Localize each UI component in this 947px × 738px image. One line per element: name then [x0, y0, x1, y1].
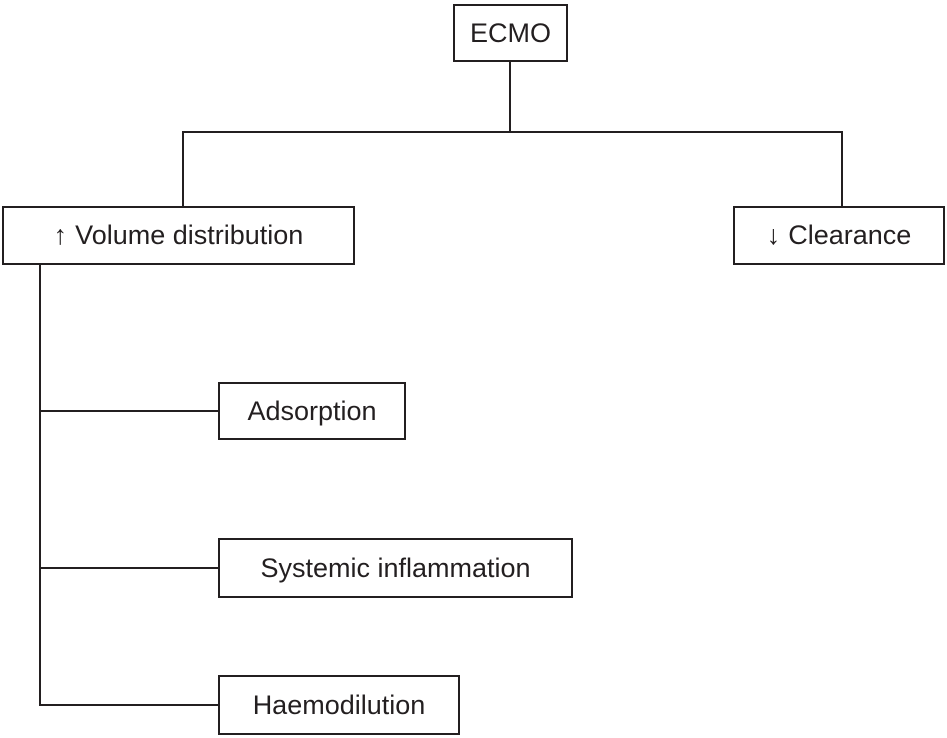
node-clearance-label: Clearance: [788, 220, 912, 250]
arrow-down-icon: ↓: [766, 220, 781, 250]
node-volume-distribution-label: Volume distribution: [75, 220, 304, 250]
connector-volume-trunk: [39, 265, 41, 706]
node-adsorption-label: Adsorption: [247, 395, 377, 426]
node-systemic-inflammation-label: Systemic inflammation: [260, 552, 531, 583]
node-haemodilution-label: Haemodilution: [252, 689, 426, 720]
connector-right-branch-down: [841, 131, 843, 206]
node-haemodilution: Haemodilution: [218, 675, 460, 735]
connector-top-horizontal: [182, 131, 843, 133]
node-volume-distribution: ↑ Volume distribution: [2, 206, 355, 265]
arrow-up-icon: ↑: [53, 220, 68, 250]
node-clearance: ↓ Clearance: [733, 206, 945, 265]
node-ecmo: ECMO: [453, 4, 568, 62]
connector-stub-adsorption: [39, 410, 218, 412]
node-ecmo-label: ECMO: [470, 17, 551, 48]
connector-stub-inflammation: [39, 567, 218, 569]
node-systemic-inflammation: Systemic inflammation: [218, 538, 573, 598]
connector-left-branch-down: [182, 131, 184, 206]
connector-stub-haemodilution: [39, 704, 218, 706]
connector-ecmo-down: [509, 62, 511, 133]
node-adsorption: Adsorption: [218, 382, 406, 440]
